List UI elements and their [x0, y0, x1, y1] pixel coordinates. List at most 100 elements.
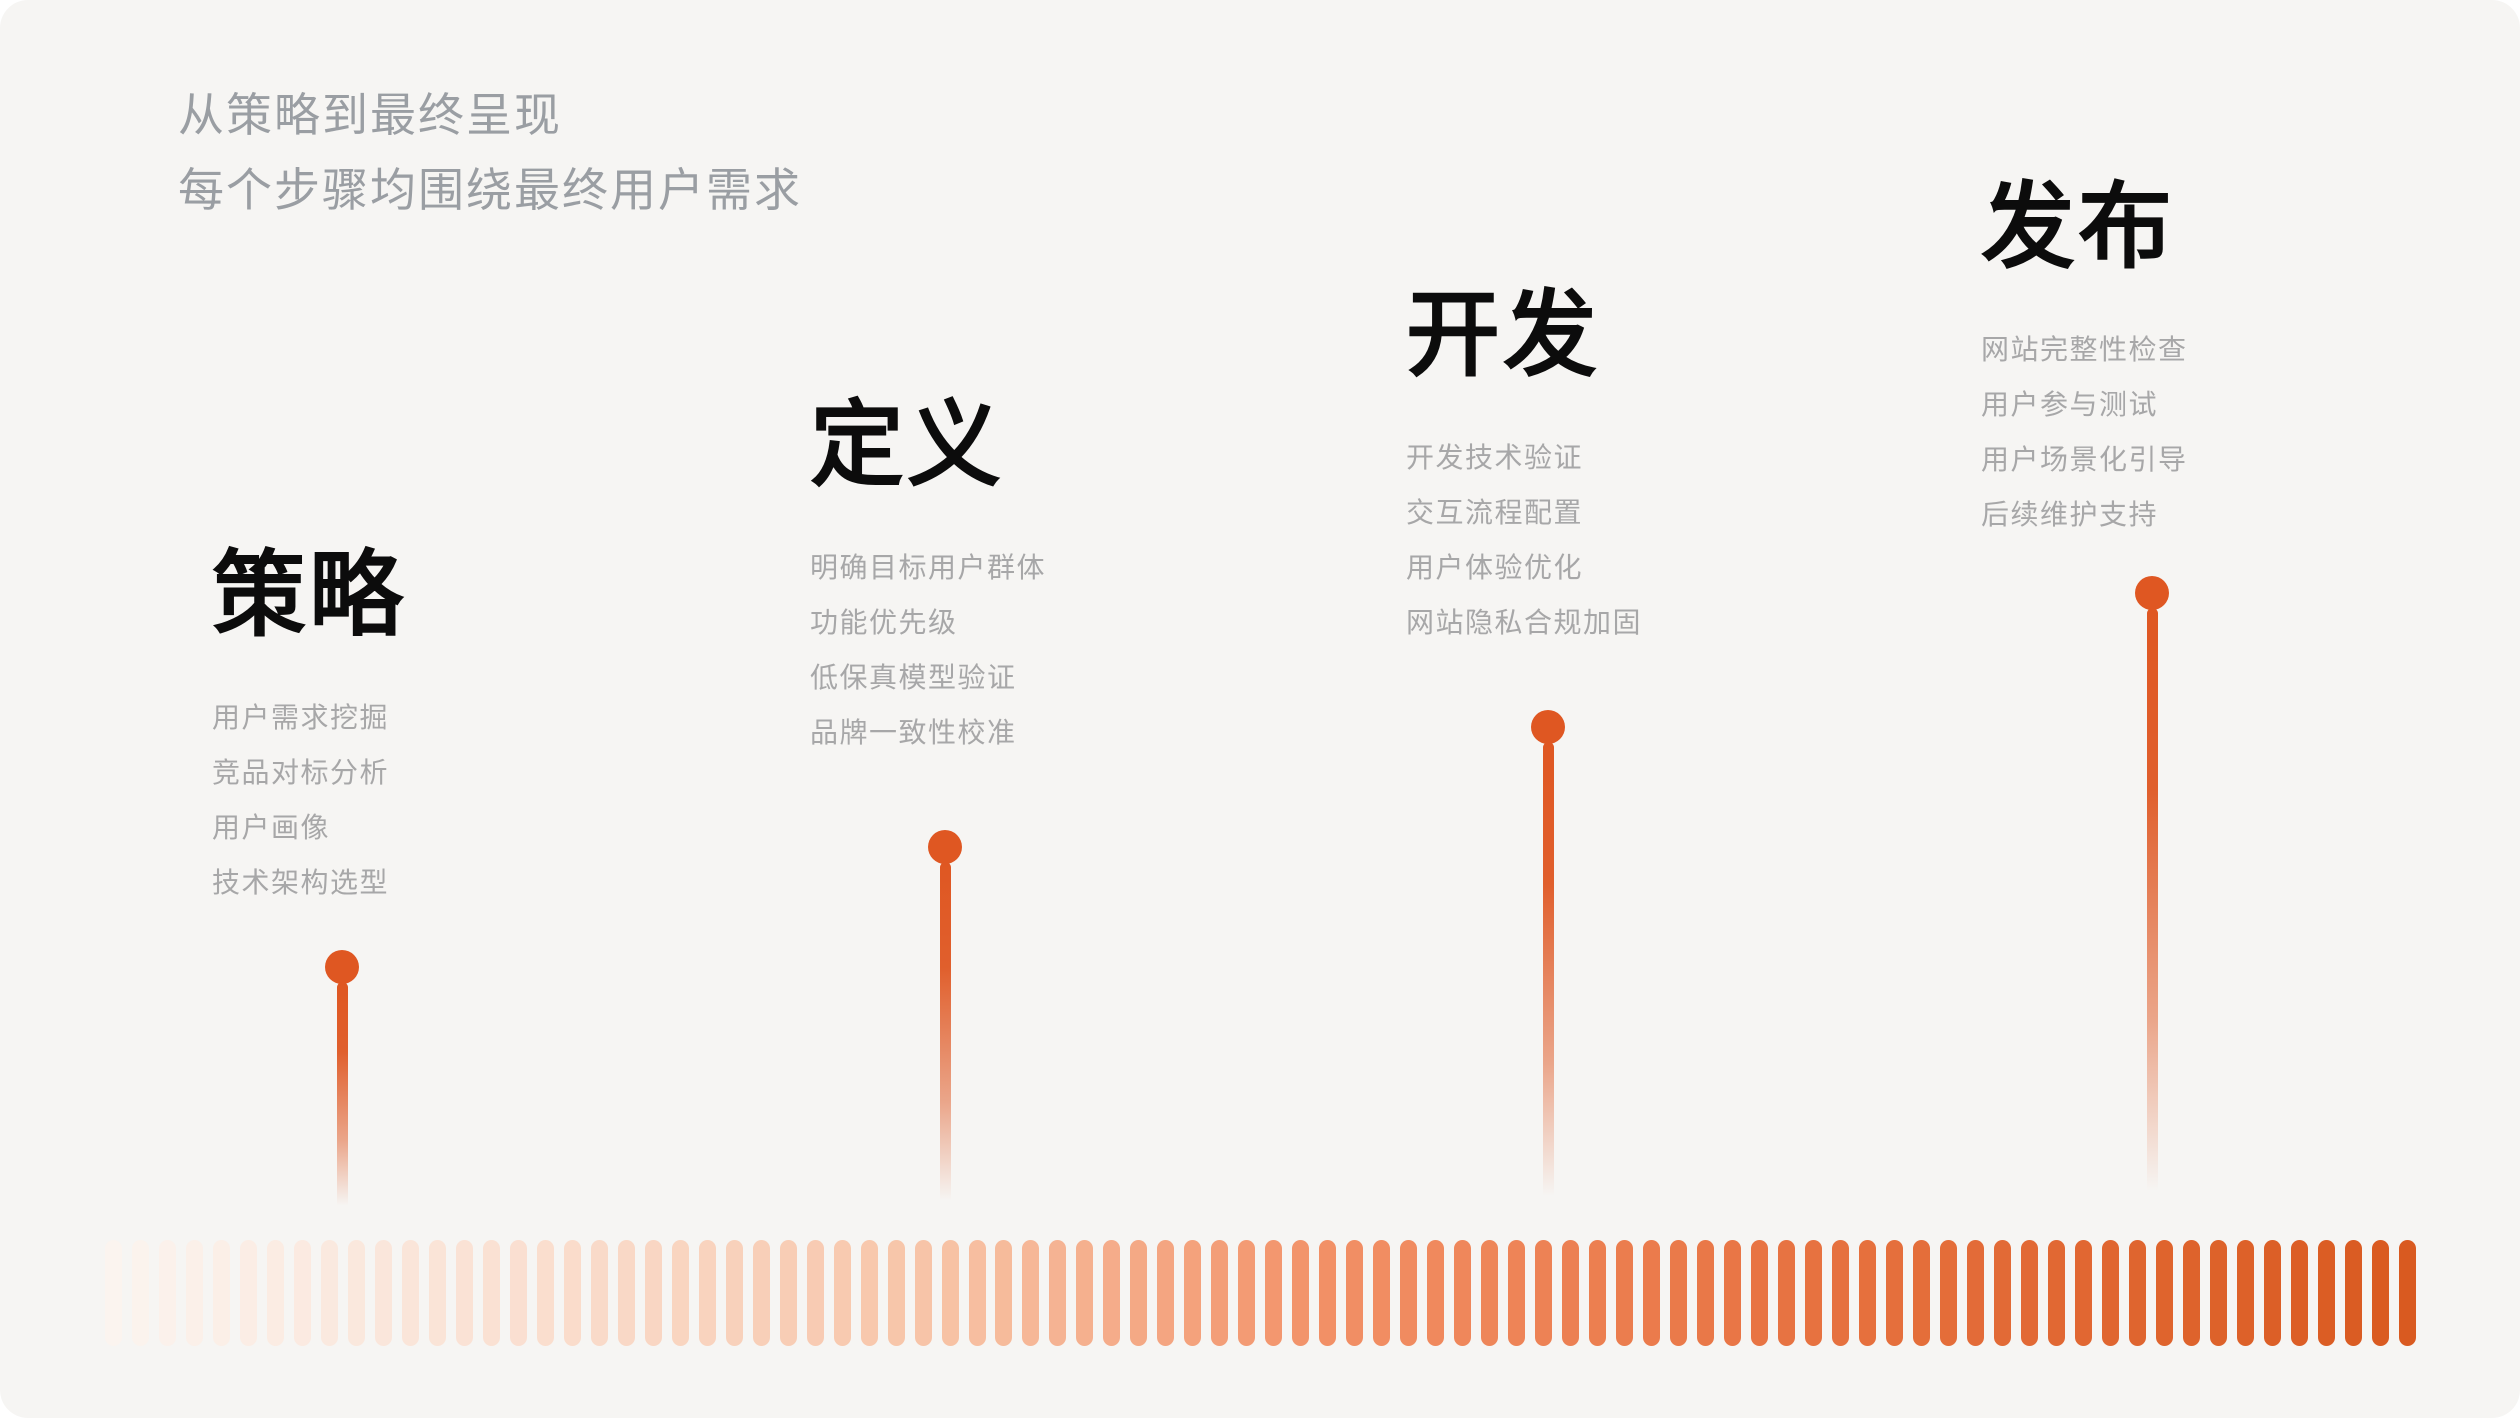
bar-stripe: [806, 1240, 824, 1346]
bar-stripe: [887, 1240, 905, 1346]
bar-stripe: [320, 1240, 338, 1346]
stage-item: 技术架构选型: [212, 867, 390, 898]
bar-stripe: [482, 1240, 500, 1346]
bar-stripe: [1724, 1240, 1742, 1346]
bar-stripe: [293, 1240, 311, 1346]
stage-item: 用户场景化引导: [1981, 444, 2188, 475]
bar-stripe: [941, 1240, 959, 1346]
timeline-dot-icon: [325, 950, 359, 984]
bar-stripe: [1373, 1240, 1391, 1346]
stage-item-list: 用户需求挖掘 竞品对标分析 用户画像 技术架构选型: [212, 690, 732, 910]
stage-item: 低保真模型验证: [810, 662, 1017, 693]
bar-stripe: [914, 1240, 932, 1346]
bar-stripe: [266, 1240, 284, 1346]
stage-item: 交互流程配置: [1406, 497, 1584, 528]
stage-title-strategy: 策略: [212, 542, 407, 647]
stage-item: 明确目标用户群体: [810, 552, 1047, 583]
bar-stripe: [2047, 1240, 2065, 1346]
bar-stripe: [2371, 1240, 2389, 1346]
timeline-marker-launch: [2135, 576, 2169, 1215]
bar-stripe: [1832, 1240, 1849, 1346]
bar-stripe: [1400, 1240, 1418, 1346]
bar-stripe: [2344, 1240, 2362, 1346]
bar-stripe: [1103, 1240, 1121, 1346]
bar-stripe: [779, 1240, 797, 1346]
stage-column-define: 定义 明确目标用户群体 功能优先级 低保真模型验证 品牌一致性校准: [810, 398, 1330, 760]
bar-stripe: [698, 1240, 716, 1346]
bar-stripe: [833, 1240, 851, 1346]
bar-stripe: [1157, 1240, 1175, 1346]
bar-stripe: [1643, 1240, 1661, 1346]
bar-stripe: [1562, 1240, 1580, 1346]
stage-item: 网站隐私合规加固: [1406, 607, 1643, 638]
stage-column-strategy: 策略 用户需求挖掘 竞品对标分析 用户画像 技术架构选型: [212, 548, 732, 910]
header-line-2: 每个步骤均围绕最终用户需求: [178, 164, 802, 216]
stage-item-list: 网站完整性检查 用户参与测试 用户场景化引导 后续维护支持: [1981, 322, 2501, 542]
bar-stripe: [1265, 1240, 1283, 1346]
bar-stripe: [105, 1240, 122, 1346]
bar-stripe: [1966, 1240, 1984, 1346]
bar-stripe: [752, 1240, 770, 1346]
timeline-stem: [2146, 608, 2158, 1215]
bar-stripe: [158, 1240, 176, 1346]
bar-stripe: [455, 1240, 473, 1346]
timeline-stem: [1542, 742, 1554, 1215]
timeline-marker-strategy: [325, 950, 359, 1215]
bar-stripe: [239, 1240, 257, 1346]
stage-item-list: 明确目标用户群体 功能优先级 低保真模型验证 品牌一致性校准: [810, 540, 1330, 760]
bar-stripe: [1508, 1240, 1526, 1346]
bar-stripe: [1346, 1240, 1364, 1346]
timeline-dot-icon: [2135, 576, 2169, 610]
bar-stripe: [347, 1240, 365, 1346]
timeline-stem: [336, 982, 348, 1215]
bar-stripe: [2155, 1240, 2173, 1346]
bar-stripe: [2236, 1240, 2254, 1346]
progress-gradient-bar: [105, 1240, 2416, 1346]
bar-stripe: [1589, 1240, 1607, 1346]
timeline-stem: [939, 862, 951, 1215]
timeline-dot-icon: [1531, 710, 1565, 744]
stage-column-launch: 发布 网站完整性检查 用户参与测试 用户场景化引导 后续维护支持: [1981, 180, 2501, 542]
timeline-marker-define: [928, 830, 962, 1215]
bar-stripe: [1616, 1240, 1634, 1346]
bar-stripe: [1292, 1240, 1310, 1346]
bar-stripe: [644, 1240, 662, 1346]
stage-item: 用户画像: [212, 812, 331, 843]
bar-stripe: [1805, 1240, 1823, 1346]
stage-item: 用户需求挖掘: [212, 702, 390, 733]
bar-stripe: [185, 1240, 203, 1346]
bar-stripe: [2182, 1240, 2200, 1346]
bar-stripe: [617, 1240, 635, 1346]
bar-stripe: [1885, 1240, 1903, 1346]
bar-stripe: [1454, 1240, 1472, 1346]
bar-stripe: [968, 1240, 986, 1346]
bar-stripe: [1238, 1240, 1256, 1346]
bar-stripe: [1427, 1240, 1445, 1346]
bar-stripe: [509, 1240, 527, 1346]
stage-title-launch: 发布: [1981, 174, 2176, 279]
bar-stripe: [995, 1240, 1013, 1346]
bar-stripe: [563, 1240, 581, 1346]
bar-stripe: [401, 1240, 419, 1346]
stage-item: 品牌一致性校准: [810, 717, 1017, 748]
bar-stripe: [2074, 1240, 2092, 1346]
bar-stripe: [536, 1240, 554, 1346]
bar-stripe: [1076, 1240, 1094, 1346]
bar-stripe: [1319, 1240, 1337, 1346]
header: 从策略到最终呈现 每个步骤均围绕最终用户需求: [178, 78, 802, 228]
stage-item: 后续维护支持: [1981, 499, 2159, 530]
timeline-marker-develop: [1531, 710, 1565, 1215]
bar-stripe: [1993, 1240, 2011, 1346]
stage-column-develop: 开发 开发技术验证 交互流程配置 用户体验优化 网站隐私合规加固: [1406, 288, 1926, 650]
bar-stripe: [1130, 1240, 1148, 1346]
bar-stripe: [1697, 1240, 1715, 1346]
header-line-1: 从策略到最终呈现: [178, 89, 562, 141]
stage-title-develop: 开发: [1406, 282, 1601, 387]
bar-stripe: [1022, 1240, 1040, 1346]
bar-stripe: [2398, 1240, 2416, 1346]
bar-stripe: [1939, 1240, 1957, 1346]
bar-stripe: [671, 1240, 689, 1346]
bar-stripe: [2290, 1240, 2308, 1346]
bar-stripe: [1912, 1240, 1930, 1346]
